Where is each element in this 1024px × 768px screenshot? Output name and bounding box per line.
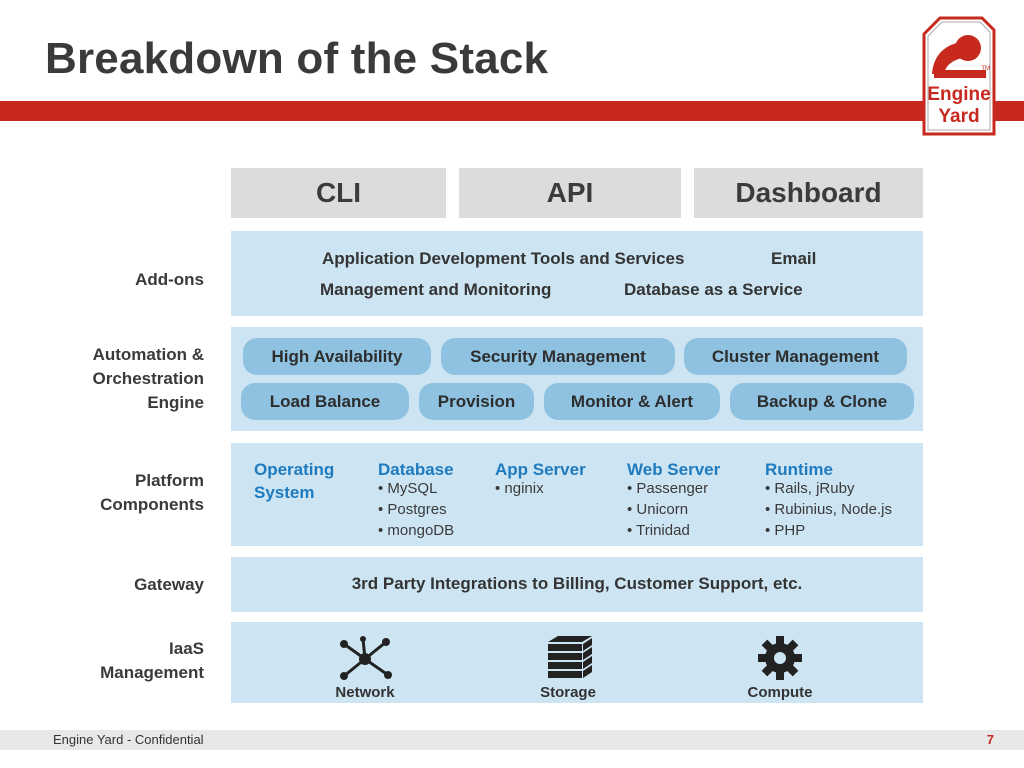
svg-text:Engine: Engine [927,84,990,105]
list-item: • mongoDB [378,522,455,539]
pill-monitor-alert: Monitor & Alert [544,383,720,420]
engine-yard-logo: Engine Yard TM [922,16,996,136]
network-label: Network [335,684,395,701]
footer-text: Engine Yard - Confidential [53,732,204,747]
gateway-band: 3rd Party Integrations to Billing, Custo… [231,557,923,612]
pill-cluster-management: Cluster Management [684,338,907,375]
pill-backup-clone: Backup & Clone [730,383,914,420]
slide-title: Breakdown of the Stack [45,34,549,83]
pill-load-balance: Load Balance [241,383,409,420]
api-box: API [459,168,681,218]
network-icon [340,636,392,680]
row-label-iaas: IaaS Management [100,639,204,682]
svg-text:TM: TM [981,66,990,72]
gateway-text: 3rd Party Integrations to Billing, Custo… [351,574,803,593]
list-item: • Trinidad [627,522,690,539]
database-list: • MySQL • Postgres • mongoDB [378,478,454,541]
list-item: • PHP [765,522,806,539]
platform-band [231,443,923,546]
pill-high-availability: High Availability [243,338,431,375]
list-item: • Unicorn [627,501,689,518]
runtime-list: • Rails, jRuby • Rubinius, Node.js • PHP [765,478,892,541]
row-label-gateway: Gateway [134,575,204,594]
svg-text:Yard: Yard [938,106,979,127]
storage-label: Storage [540,684,596,701]
list-item: • Rubinius, Node.js [765,501,892,518]
list-item: • Postgres [378,501,447,518]
component-operating-system: Operating System [254,460,335,502]
pill-provision: Provision [419,383,534,420]
dashboard-box: Dashboard [694,168,923,218]
addon-app-dev-tools: Application Development Tools and Servic… [322,249,685,268]
pill-security-management: Security Management [441,338,675,375]
footer-bar [0,730,1024,750]
storage-icon [548,636,592,678]
component-web-server-heading: Web Server [627,460,721,479]
addon-email: Email [771,249,817,268]
addons-band: Application Development Tools and Servic… [231,231,923,316]
list-item: • nginix [495,480,544,497]
header-accent-bar [0,101,1024,121]
row-label-addons: Add-ons [135,270,204,289]
component-app-server-heading: App Server [495,460,586,479]
row-label-platform: Platform Components [100,471,204,514]
compute-label: Compute [747,684,813,701]
list-item: • Rails, jRuby [765,480,855,497]
automation-band: High Availability Security Management Cl… [231,327,923,431]
addon-database-service: Database as a Service [624,280,803,299]
addon-management-monitoring: Management and Monitoring [320,280,552,299]
page-number: 7 [986,732,994,747]
component-runtime-heading: Runtime [765,460,833,479]
component-database-heading: Database [378,460,454,479]
gear-icon [758,636,802,680]
list-item: • Passenger [627,480,709,497]
app-server-list: • nginix [495,478,544,499]
row-label-automation: Automation & Orchestration Engine [92,345,204,412]
cli-box: CLI [231,168,446,218]
list-item: • MySQL [378,480,438,497]
web-server-list: • Passenger • Unicorn • Trinidad [627,478,708,541]
